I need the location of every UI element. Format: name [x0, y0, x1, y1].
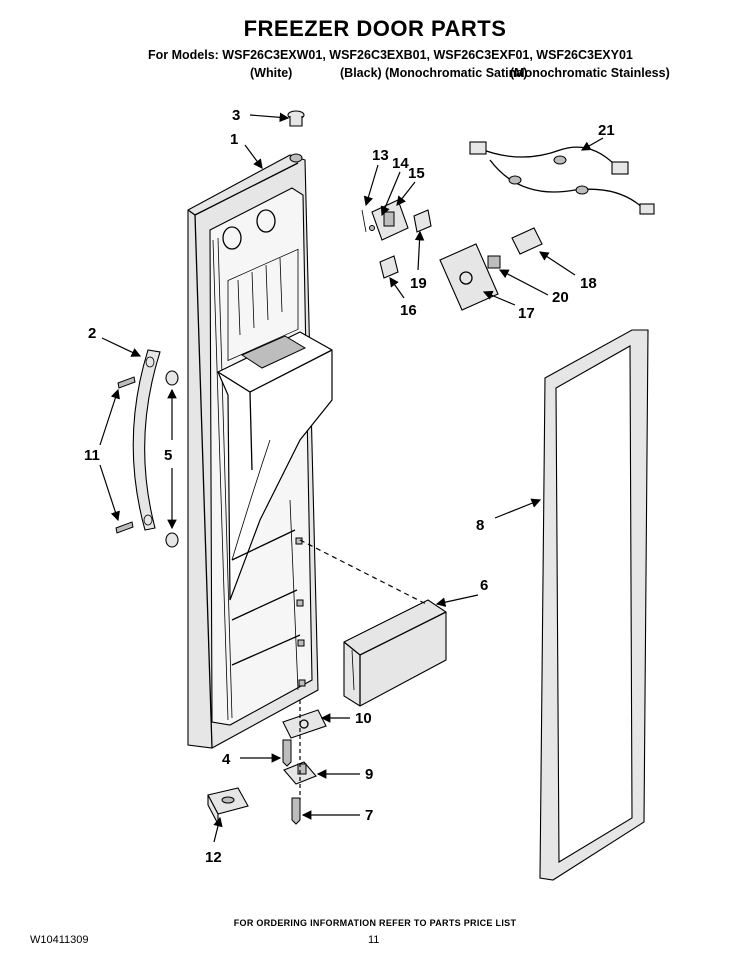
- callout-5: 5: [164, 447, 172, 464]
- callout-13: 13: [372, 147, 389, 164]
- variant-black: (Black): [340, 66, 382, 80]
- callout-3: 3: [232, 107, 240, 124]
- callout-4: 4: [222, 751, 231, 768]
- door-handle: [115, 349, 179, 548]
- callout-9: 9: [365, 766, 373, 783]
- callout-6: 6: [480, 577, 488, 594]
- wire-harness: [469, 141, 655, 215]
- dispenser-components: [361, 199, 543, 311]
- page-number: 11: [368, 934, 380, 946]
- variant-satina: (Monochromatic Satina): [385, 66, 528, 80]
- variant-white: (White): [250, 66, 293, 80]
- callout-10: 10: [355, 710, 372, 727]
- callout-19: 19: [410, 275, 427, 292]
- door-gasket: [539, 329, 649, 881]
- callout-numbers: 1 2 3 4 5 6 7 8 9 10 11 12 13 14 15 16 1…: [84, 107, 615, 866]
- document-number: W10411309: [30, 934, 89, 946]
- callout-1: 1: [230, 131, 238, 148]
- callout-7: 7: [365, 807, 373, 824]
- leader-lines: [99, 112, 604, 843]
- freezer-door: [187, 153, 333, 749]
- callout-21: 21: [598, 122, 615, 139]
- model-list: For Models: WSF26C3EXW01, WSF26C3EXB01, …: [148, 48, 633, 62]
- callout-18: 18: [580, 275, 597, 292]
- door-bin: [299, 539, 447, 707]
- variant-stainless: (Monochromatic Stainless): [510, 66, 670, 80]
- callout-2: 2: [88, 325, 96, 342]
- ordering-note: FOR ORDERING INFORMATION REFER TO PARTS …: [233, 918, 517, 928]
- lower-hinge: [282, 700, 327, 825]
- callout-11: 11: [84, 447, 100, 464]
- callout-16: 16: [400, 302, 417, 319]
- hinge-plug: [287, 110, 305, 127]
- callout-12: 12: [205, 849, 222, 866]
- callout-17: 17: [518, 305, 535, 322]
- callout-8: 8: [476, 517, 484, 534]
- bracket: [207, 787, 249, 825]
- page-title: FREEZER DOOR PARTS: [243, 16, 507, 41]
- callout-14: 14: [392, 155, 409, 172]
- callout-20: 20: [552, 289, 569, 306]
- callout-15: 15: [408, 165, 425, 182]
